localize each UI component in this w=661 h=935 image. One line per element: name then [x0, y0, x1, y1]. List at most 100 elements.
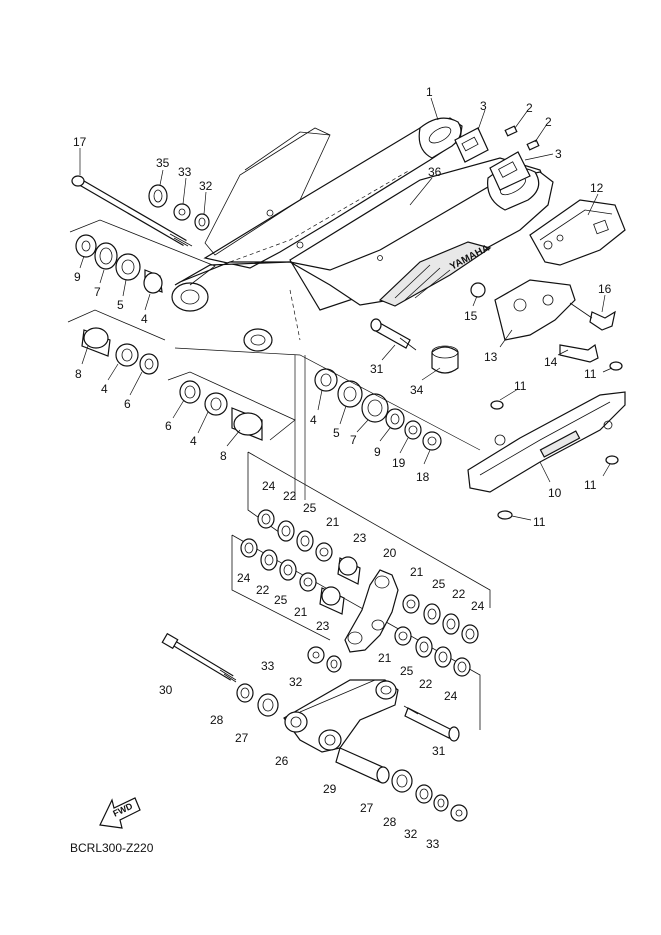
callout: 31 — [432, 744, 446, 758]
callout: 6 — [124, 397, 131, 411]
callout: 21 — [326, 515, 340, 529]
callout: 6 — [165, 419, 172, 433]
collar-29 — [335, 747, 390, 784]
callout: 4 — [101, 382, 108, 396]
callout: 21 — [294, 605, 308, 619]
bracket-bolts — [470, 282, 616, 363]
reference-code: BCRL300-Z220 — [70, 841, 154, 855]
pivot-bolt-31-upper — [370, 318, 417, 351]
callout: 2 — [545, 115, 552, 129]
callout: 19 — [392, 456, 406, 470]
callout: 3 — [480, 99, 487, 113]
relay-arm — [344, 569, 399, 653]
collar-27-right — [391, 769, 413, 793]
callout: 24 — [444, 689, 458, 703]
callout: 7 — [94, 285, 101, 299]
washer-32-right — [433, 794, 449, 812]
callout: 26 — [275, 754, 289, 768]
lower-bushing-row-right — [394, 626, 471, 677]
middle-bushing-row-right — [402, 594, 479, 644]
callout: 21 — [410, 565, 424, 579]
callout: 9 — [74, 270, 81, 284]
washer-32 — [194, 213, 210, 231]
pivot-collar-35 — [148, 184, 168, 208]
callout: 36 — [428, 165, 442, 179]
callout: 28 — [383, 815, 397, 829]
callout: 25 — [400, 664, 414, 678]
callout: 11 — [533, 515, 546, 529]
connecting-rod — [283, 679, 399, 753]
callout: 11 — [584, 367, 597, 381]
callout: 4 — [310, 413, 317, 427]
callout-labels: 1 2 2 3 3 17 35 33 32 36 12 9 7 5 4 15 1… — [73, 85, 612, 851]
callout: 14 — [544, 355, 558, 369]
callout: 16 — [598, 282, 612, 296]
callout: 27 — [360, 801, 374, 815]
pivot-bearing-stack-left — [69, 219, 216, 294]
middle-bushing-row-left — [240, 538, 345, 615]
callout: 27 — [235, 731, 249, 745]
callout: 22 — [419, 677, 433, 691]
callout: 34 — [410, 383, 424, 397]
callout: 10 — [548, 486, 562, 500]
nut-33-right — [450, 804, 468, 822]
fwd-arrow-icon: FWD — [99, 797, 141, 829]
callout: 25 — [432, 577, 446, 591]
chain-slider — [467, 391, 626, 493]
linkage-bolt-30 — [161, 632, 237, 683]
washer-28-right — [415, 784, 433, 804]
callout: 33 — [426, 837, 440, 851]
callout: 22 — [283, 489, 297, 503]
relay-linkage-frame-upper — [247, 451, 491, 608]
callout: 8 — [220, 449, 227, 463]
callout: 32 — [199, 179, 213, 193]
nut-33 — [173, 203, 191, 221]
callout: 32 — [289, 675, 303, 689]
chain-guide-bracket — [494, 279, 576, 341]
callout: 24 — [262, 479, 276, 493]
callout: 35 — [156, 156, 170, 170]
callout: 5 — [117, 298, 124, 312]
callout: 11 — [584, 478, 597, 492]
callout: 21 — [378, 651, 392, 665]
callout: 9 — [374, 445, 381, 459]
callout: 17 — [73, 135, 87, 149]
callout: 25 — [274, 593, 288, 607]
callout: 23 — [353, 531, 367, 545]
callout: 13 — [484, 350, 498, 364]
adjust-bolts — [504, 125, 540, 151]
callout: 4 — [141, 312, 148, 326]
callout: 24 — [471, 599, 485, 613]
washer-32-lower — [326, 655, 342, 673]
callout: 33 — [178, 165, 192, 179]
callout: 12 — [590, 181, 604, 195]
pivot-spacer-stack-left — [67, 309, 166, 375]
chain-puller-plates — [454, 127, 531, 191]
callout: 29 — [323, 782, 337, 796]
callout: 1 — [426, 85, 433, 99]
callout: 30 — [159, 683, 173, 697]
pivot-spacer-stack-right — [167, 371, 296, 441]
pivot-bearing-stack-right — [314, 368, 442, 451]
slider-screws — [490, 361, 623, 520]
callout: 4 — [190, 434, 197, 448]
callout: 18 — [416, 470, 430, 484]
leader-lines — [79, 97, 613, 521]
collar-27-left — [257, 693, 279, 717]
callout: 5 — [333, 426, 340, 440]
callout: 24 — [237, 571, 251, 585]
swingarm: YAMAHA — [171, 117, 554, 352]
callout: 20 — [383, 546, 397, 560]
callout: 8 — [75, 367, 82, 381]
cap-34 — [431, 345, 459, 374]
nut-33-lower — [307, 646, 325, 664]
callout: 22 — [452, 587, 466, 601]
callout: 25 — [303, 501, 317, 515]
linkage-bolt-31-lower — [403, 705, 460, 742]
callout: 33 — [261, 659, 275, 673]
upper-bushing-row — [257, 509, 361, 585]
callout: 22 — [256, 583, 270, 597]
callout: 7 — [350, 433, 357, 447]
callout: 15 — [464, 309, 478, 323]
